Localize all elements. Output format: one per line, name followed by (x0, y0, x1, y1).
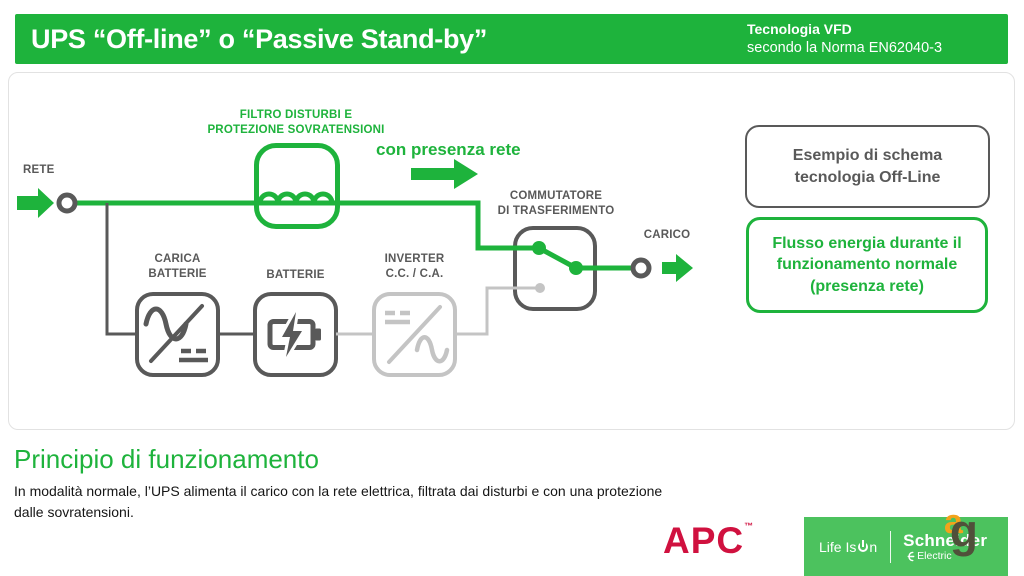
logo-divider (890, 530, 892, 563)
section-paragraph-line1: In modalità normale, l’UPS alimenta il c… (14, 483, 663, 499)
apc-logo: APC™ (663, 520, 755, 561)
energy-flow-note-box: Flusso energia durante il funzionamento … (746, 217, 988, 313)
energy-flow-note-line2: funzionamento normale (776, 256, 958, 274)
flow-label: con presenza rete (376, 140, 521, 159)
schneider-name: Schneider (903, 530, 988, 550)
transfer-switch-label-line1: COMMUTATORE (509, 190, 603, 202)
battery-charger-label-line1: CARICA (154, 253, 201, 265)
watermark-letter-a: a (944, 503, 963, 541)
inverter-label: INVERTER C.C. / C.A. (362, 252, 467, 282)
battery-charger-label: CARICA BATTERIE (125, 252, 230, 282)
battery-icon (267, 309, 321, 360)
schneider-electric-line: Electric (906, 551, 987, 562)
converter-diagonal (387, 305, 442, 364)
inverter-label-line1: INVERTER (384, 253, 445, 265)
bolt-icon (282, 312, 302, 357)
battery-charger-label-line2: BATTERIE (148, 267, 207, 280)
filter-label-line2: PROTEZIONE SOVRATENSIONI (207, 123, 385, 136)
dc-ac-inverter-icon (385, 305, 450, 364)
energy-flow-note-line1: Flusso energia durante il (772, 235, 962, 253)
life-is-text: Life Is (819, 538, 857, 555)
battery-box (253, 292, 338, 377)
schema-note-line1: Esempio di schema (792, 147, 943, 165)
schema-note-line2: tecnologia Off-Line (794, 168, 941, 186)
site-watermark: a g (944, 503, 991, 557)
ac-dc-converter-icon (143, 304, 208, 363)
header-bar: UPS “Off-line” o “Passive Stand-by” Tecn… (15, 14, 1008, 64)
rete-label: RETE (23, 164, 55, 176)
schneider-wordmark: Schneider Electric (903, 532, 987, 562)
header-subtitle-line1: Tecnologia VFD (747, 21, 852, 38)
apc-logo-text: APC (663, 520, 745, 561)
sine-wave-glyph (414, 335, 450, 364)
transfer-switch-label-line2: DI TRASFERIMENTO (497, 204, 615, 217)
watermark-letter-g: g (949, 505, 979, 557)
battery-label: BATTERIE (266, 269, 325, 281)
inverter-box (372, 292, 457, 377)
header-subtitle-line2: secondo la Norma EN62040-3 (747, 39, 943, 56)
schneider-helix-icon (907, 551, 915, 561)
converter-diagonal (149, 304, 204, 363)
battery-charger-box (135, 292, 220, 377)
section-paragraph: In modalità normale, l’UPS alimenta il c… (14, 481, 754, 523)
inverter-label-line2: C.C. / C.A. (385, 267, 444, 280)
life-is-on-tagline: Life Is n (819, 539, 877, 555)
power-button-icon (858, 541, 869, 552)
filter-label: FILTRO DISTURBI E PROTEZIONE SOVRATENSIO… (182, 108, 410, 138)
transfer-switch-box (513, 226, 597, 311)
transfer-switch-label: COMMUTATORE DI TRASFERIMENTO (494, 189, 618, 219)
schema-note-box: Esempio di schema tecnologia Off-Line (745, 125, 990, 208)
header-subtitle: Tecnologia VFD secondo la Norma EN62040-… (747, 14, 942, 64)
energy-flow-note-line3: (presenza rete) (810, 277, 924, 295)
section-heading: Principio di funzionamento (14, 444, 319, 474)
slide-title: UPS “Off-line” o “Passive Stand-by” (31, 23, 488, 54)
carico-label: CARICO (643, 229, 691, 241)
filter-label-line1: FILTRO DISTURBI E (239, 109, 353, 121)
section-paragraph-line2: dalle sovratensioni. (14, 504, 134, 520)
electric-text: Electric (917, 549, 952, 562)
filter-box (254, 143, 340, 229)
on-suffix-text: n (869, 538, 878, 555)
apc-trademark: ™ (744, 521, 755, 531)
schneider-logo-block: Life Is n Schneider Electric (804, 517, 1008, 576)
battery-nub (315, 328, 321, 341)
sine-wave-glyph (143, 306, 189, 342)
